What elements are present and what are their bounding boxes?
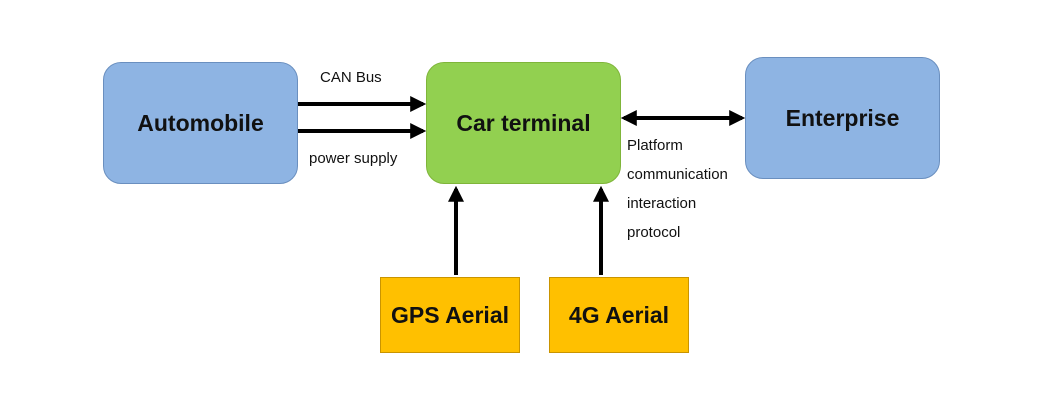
protocol-line-1: Platform: [627, 137, 683, 154]
4g-aerial-label: 4G Aerial: [568, 301, 670, 328]
automobile-node: Automobile: [103, 62, 298, 184]
platform-protocol-label: Platform communication interaction proto…: [627, 131, 728, 247]
gps-aerial-label: GPS Aerial: [390, 301, 510, 328]
enterprise-node: Enterprise: [745, 57, 940, 179]
gps-aerial-node: GPS Aerial: [380, 277, 520, 353]
protocol-line-4: protocol: [627, 224, 681, 241]
4g-aerial-node: 4G Aerial: [549, 277, 689, 353]
automobile-label: Automobile: [137, 109, 264, 136]
power-supply-label: power supply: [309, 150, 398, 167]
enterprise-label: Enterprise: [785, 104, 900, 131]
car-terminal-label: Car terminal: [456, 109, 591, 136]
car-terminal-node: Car terminal: [426, 62, 621, 184]
can-bus-label: CAN Bus: [320, 69, 382, 86]
protocol-line-3: interaction: [627, 195, 697, 212]
protocol-line-2: communication: [627, 166, 728, 183]
